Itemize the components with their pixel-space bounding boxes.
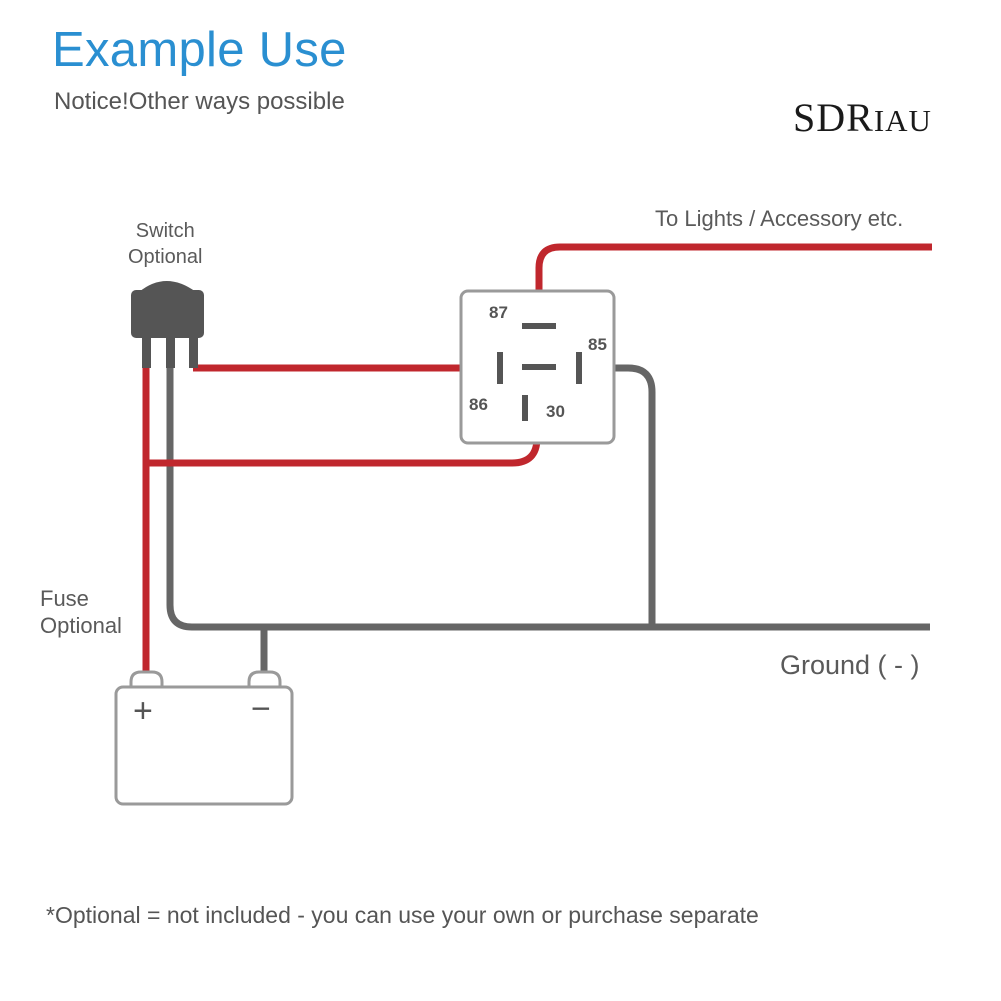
ground-wire-relay-85 — [580, 364, 656, 627]
lights-label: To Lights / Accessory etc. — [655, 206, 904, 231]
rocker-switch — [131, 281, 204, 368]
relay-contact-85 — [576, 352, 582, 384]
switch-terminal-right — [189, 336, 198, 368]
fuse-label: Fuse Optional — [40, 585, 122, 639]
relay-contact-center — [522, 364, 556, 370]
relay-contact-30 — [522, 395, 528, 421]
switch-body — [131, 290, 204, 338]
switch-rocker-top — [139, 281, 196, 292]
pin-label-85: 85 — [588, 335, 607, 354]
pin-label-87: 87 — [489, 303, 508, 322]
switch-label-line1: Switch — [135, 220, 195, 242]
pin-label-30: 30 — [546, 402, 565, 421]
ground-wires — [166, 340, 930, 676]
fuse-label-line1: Fuse — [40, 586, 89, 611]
footnote: *Optional = not included - you can use y… — [46, 902, 759, 928]
ground-wire-switch — [166, 340, 930, 631]
relay: 87 85 86 30 — [459, 289, 616, 445]
pin-label-86: 86 — [469, 395, 488, 414]
battery-positive-sign: + — [133, 692, 153, 730]
battery-terminal-positive — [129, 670, 164, 688]
positive-wire-87-to-lights — [535, 243, 932, 320]
switch-label-line2: Optional — [128, 246, 203, 268]
switch-label: Switch Optional — [128, 218, 203, 270]
ground-label: Ground ( - ) — [780, 650, 920, 680]
fuse-label-line2: Optional — [40, 613, 122, 638]
switch-terminal-middle — [166, 336, 175, 368]
relay-contact-86 — [497, 352, 503, 384]
brand-logo: SDRIAU — [793, 94, 932, 141]
battery-body — [114, 685, 294, 806]
brand-part1: SDR — [793, 95, 874, 140]
battery-negative-sign: − — [251, 690, 271, 728]
relay-contact-87 — [522, 323, 556, 329]
battery-terminal-negative — [247, 670, 282, 688]
switch-terminal-left — [142, 336, 151, 368]
battery: + − — [114, 670, 294, 806]
page-subtitle: Notice!Other ways possible — [54, 88, 345, 115]
page-title: Example Use — [52, 23, 347, 77]
brand-part2: IAU — [873, 103, 932, 138]
